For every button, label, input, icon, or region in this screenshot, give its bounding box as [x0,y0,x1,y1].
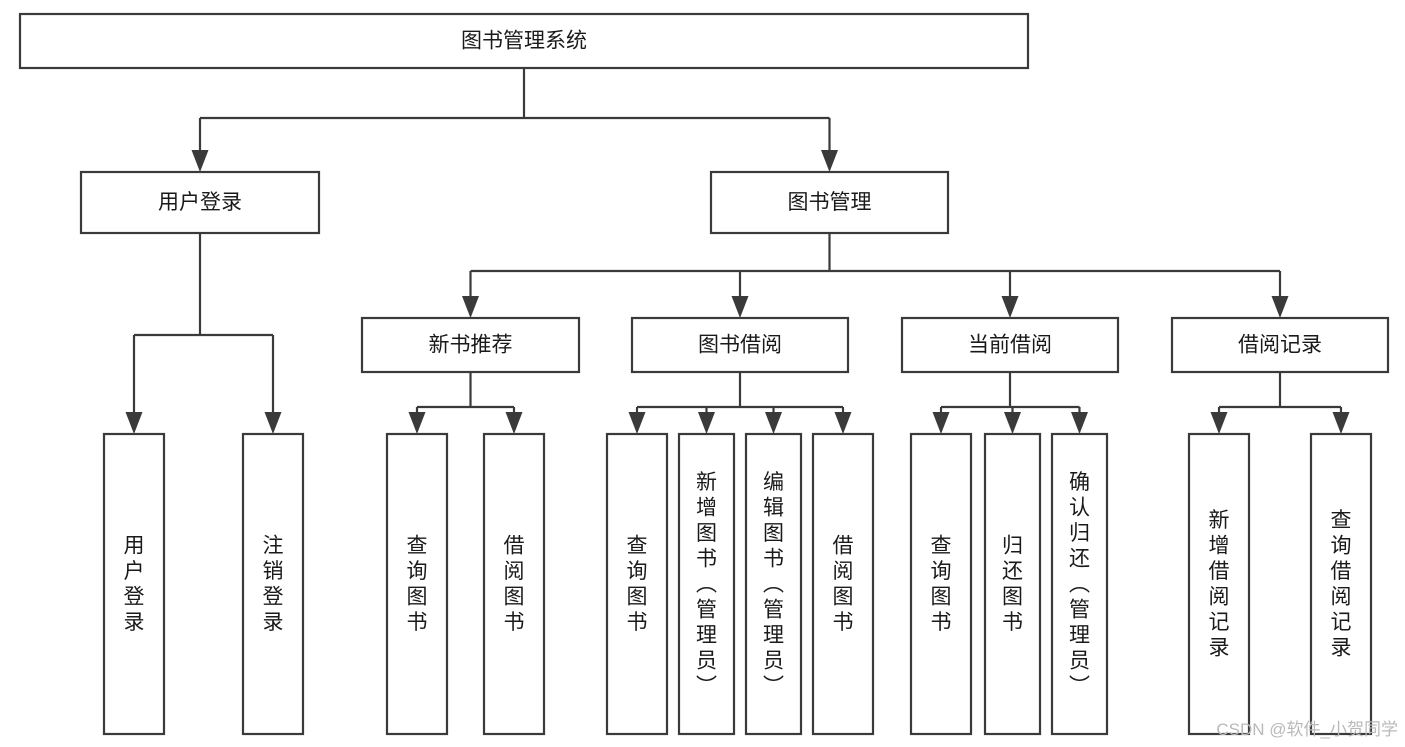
node-label-leaf-add-record: 新增借阅记录 [1209,509,1230,660]
node-leaf-logout[interactable]: 注销登录 [241,432,305,736]
node-box-leaf-borrow-book-rec[interactable] [482,432,546,736]
node-current-borrow[interactable]: 当前借阅 [900,316,1120,374]
node-borrow-record[interactable]: 借阅记录 [1170,316,1390,374]
node-label-new-book-recommend: 新书推荐 [429,334,513,357]
node-leaf-query-book-borrow[interactable]: 查询图书 [605,432,669,736]
node-box-user-login[interactable] [79,170,321,235]
node-box-book-manage[interactable] [709,170,950,235]
arrow-head-icon [1001,296,1019,318]
node-label-leaf-borrow-book-rec: 借阅图书 [504,535,525,635]
node-new-book-recommend[interactable]: 新书推荐 [360,316,581,374]
arrow-head-icon [932,412,950,434]
node-box-leaf-query-book-rec[interactable] [385,432,449,736]
node-layer: 图书管理系统用户登录图书管理新书推荐图书借阅当前借阅借阅记录用户登录注销登录查询… [18,12,1390,736]
node-leaf-return-book[interactable]: 归还图书 [983,432,1042,736]
csdn-watermark: CSDN @软件_小贺同学 [1216,720,1398,739]
node-label-book-borrow: 图书借阅 [698,334,782,357]
node-box-leaf-confirm-return[interactable] [1050,432,1109,736]
node-box-leaf-query-book-borrow[interactable] [605,432,669,736]
node-leaf-query-record[interactable]: 查询借阅记录 [1309,432,1373,736]
node-label-root: 图书管理系统 [461,30,587,53]
node-label-current-borrow: 当前借阅 [968,334,1052,357]
node-leaf-query-book-rec[interactable]: 查询图书 [385,432,449,736]
node-label-leaf-confirm-return: 确认归还︵管理员︶ [1069,471,1090,698]
arrow-head-icon [462,296,479,318]
node-user-login[interactable]: 用户登录 [79,170,321,235]
node-box-current-borrow[interactable] [900,316,1120,374]
node-label-leaf-borrow-book: 借阅图书 [833,535,854,635]
arrow-head-icon [731,296,749,318]
node-box-borrow-record[interactable] [1170,316,1390,374]
arrow-head-icon [408,412,426,434]
node-box-leaf-borrow-book[interactable] [811,432,875,736]
node-leaf-edit-book[interactable]: 编辑图书︵管理员︶ [744,432,803,736]
arrow-head-icon [1004,412,1021,434]
node-label-book-manage: 图书管理 [788,191,872,214]
node-book-borrow[interactable]: 图书借阅 [630,316,850,374]
arrow-head-icon [628,412,646,434]
node-leaf-borrow-book-rec[interactable]: 借阅图书 [482,432,546,736]
node-leaf-borrow-book[interactable]: 借阅图书 [811,432,875,736]
node-label-leaf-query-record: 查询借阅记录 [1331,509,1352,660]
node-box-leaf-add-record[interactable] [1187,432,1251,736]
arrow-head-icon [1071,412,1088,434]
node-box-leaf-query-record[interactable] [1309,432,1373,736]
arrow-head-icon [1271,296,1289,318]
node-label-leaf-query-book-cur: 查询图书 [931,535,952,635]
node-box-book-borrow[interactable] [630,316,850,374]
arrow-head-icon [698,412,715,434]
node-leaf-user-login[interactable]: 用户登录 [102,432,166,736]
arrow-head-icon [191,150,209,172]
node-label-borrow-record: 借阅记录 [1238,334,1322,357]
node-box-leaf-return-book[interactable] [983,432,1042,736]
node-label-leaf-return-book: 归还图书 [1002,535,1023,635]
node-book-manage[interactable]: 图书管理 [709,170,950,235]
arrow-head-icon [1210,412,1228,434]
node-box-new-book-recommend[interactable] [360,316,581,374]
node-label-leaf-edit-book: 编辑图书︵管理员︶ [763,471,784,698]
node-box-leaf-logout[interactable] [241,432,305,736]
node-label-leaf-add-book: 新增图书︵管理员︶ [696,471,717,698]
node-root[interactable]: 图书管理系统 [18,12,1030,70]
node-box-root[interactable] [18,12,1030,70]
arrow-head-icon [264,412,282,434]
node-box-leaf-add-book[interactable] [677,432,736,736]
node-leaf-add-book[interactable]: 新增图书︵管理员︶ [677,432,736,736]
arrow-head-icon [821,150,838,172]
arrow-head-icon [1332,412,1350,434]
node-label-leaf-query-book-rec: 查询图书 [407,535,428,635]
arrow-head-icon [505,412,523,434]
node-box-leaf-edit-book[interactable] [744,432,803,736]
arrow-head-icon [125,412,143,434]
node-leaf-confirm-return[interactable]: 确认归还︵管理员︶ [1050,432,1109,736]
arrow-head-icon [765,412,782,434]
node-box-leaf-user-login[interactable] [102,432,166,736]
node-label-user-login: 用户登录 [158,191,242,214]
node-label-leaf-user-login: 用户登录 [124,535,145,635]
node-label-leaf-logout: 注销登录 [263,535,284,635]
node-leaf-add-record[interactable]: 新增借阅记录 [1187,432,1251,736]
connector-layer [125,68,1350,434]
arrow-head-icon [834,412,852,434]
node-box-leaf-query-book-cur[interactable] [909,432,973,736]
node-leaf-query-book-cur[interactable]: 查询图书 [909,432,973,736]
node-label-leaf-query-book-borrow: 查询图书 [627,535,648,635]
